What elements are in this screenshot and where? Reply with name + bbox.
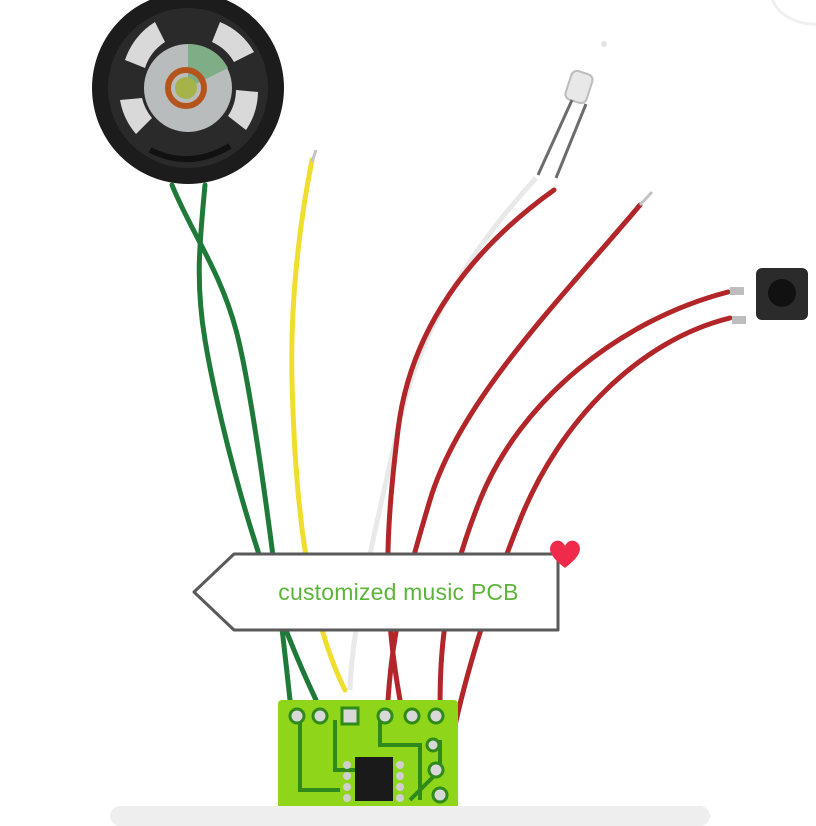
product-label-callout: customized music PCB — [192, 552, 564, 632]
music-pcb — [278, 700, 458, 810]
led — [536, 41, 607, 179]
yellow-wire-tip — [310, 149, 318, 163]
heart-icon — [550, 540, 580, 568]
bottom-bar — [110, 806, 710, 826]
speaker — [92, 0, 284, 184]
ic-chip — [355, 757, 393, 801]
push-button — [730, 268, 808, 324]
callout-label: customized music PCB — [278, 578, 519, 605]
red-wires — [385, 187, 733, 743]
red-wire-tip — [638, 190, 654, 207]
